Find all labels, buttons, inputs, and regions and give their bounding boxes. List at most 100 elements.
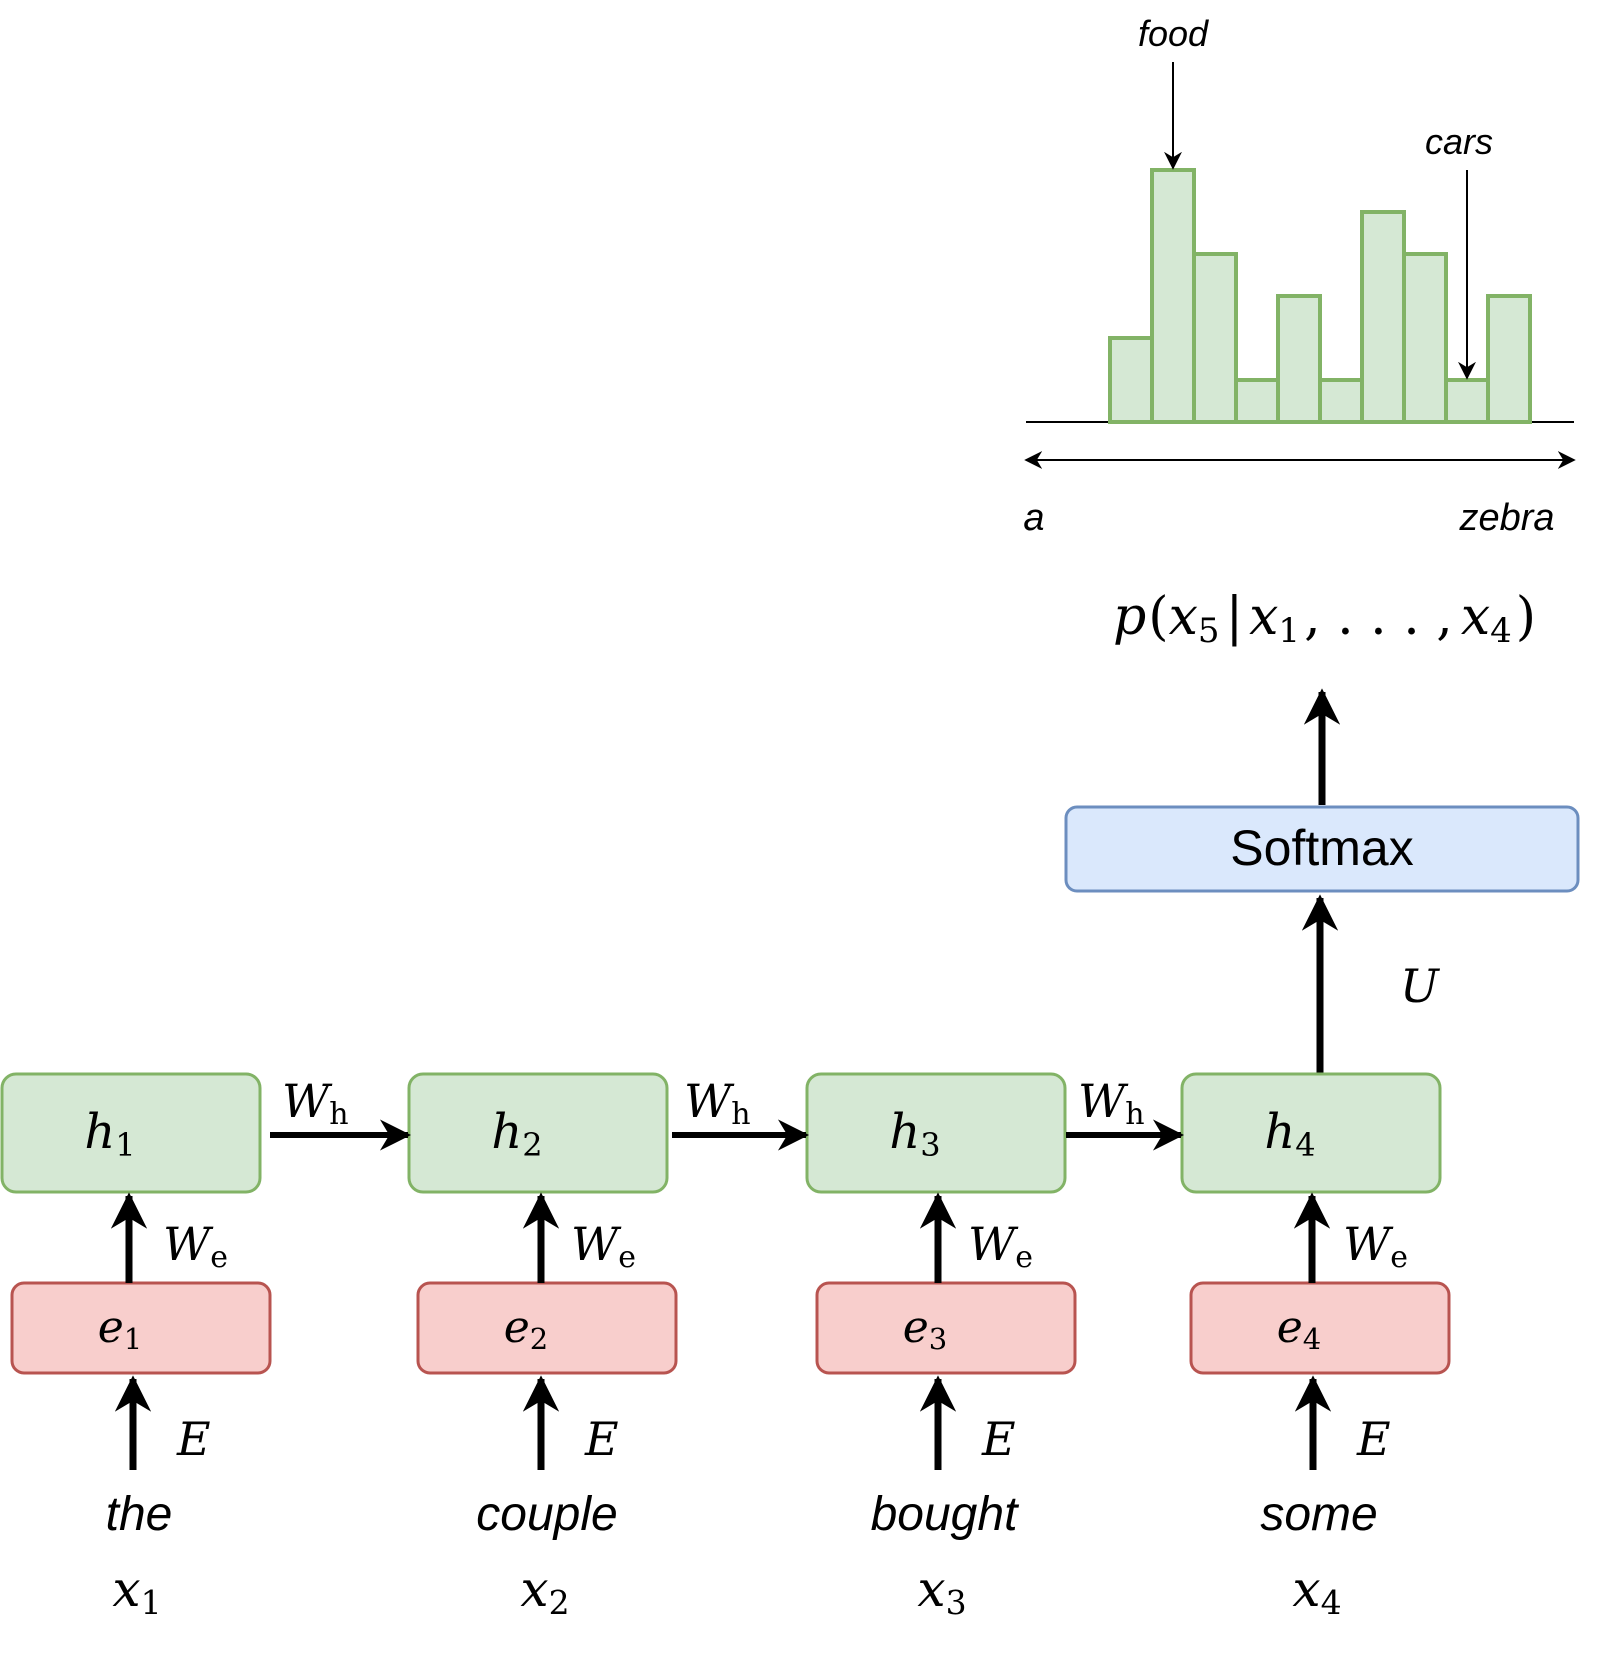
- bar-4: [1276, 294, 1322, 424]
- prob-dots: , . . . ,: [1304, 587, 1453, 647]
- bar-5: [1318, 378, 1364, 424]
- prob-last-sub: 4: [1490, 611, 1512, 651]
- wh-label-3-sub: h: [1125, 1097, 1144, 1132]
- prob-first-sub: 1: [1278, 611, 1300, 651]
- wh-label-3-base: W: [1078, 1074, 1129, 1128]
- embedding-label-base: e: [1277, 1302, 1303, 1353]
- input-token-label-sub: 1: [141, 1583, 162, 1622]
- hidden-state-label-sub: 1: [115, 1126, 135, 1164]
- input-token-label-sub: 4: [1321, 1583, 1342, 1622]
- embedding-matrix-label: E: [981, 1412, 1016, 1466]
- prob-first-base: x: [1249, 587, 1278, 647]
- hidden-state-label-base: h: [1264, 1104, 1295, 1160]
- bar-8: [1444, 378, 1490, 424]
- prob-bar: |: [1226, 587, 1244, 647]
- bar-2: [1192, 252, 1238, 424]
- embedding-label-sub: 2: [530, 1322, 548, 1356]
- we-label-sub: e: [618, 1240, 636, 1275]
- we-label: We: [968, 1217, 1033, 1275]
- wh-label-1-sub: h: [329, 1097, 348, 1132]
- bar-6: [1360, 210, 1406, 424]
- input-token-label-sub: 3: [946, 1583, 967, 1622]
- embedding-label-base: e: [504, 1302, 530, 1353]
- wh-label-3: Wh: [1078, 1074, 1145, 1132]
- we-label-sub: e: [1390, 1240, 1408, 1275]
- wh-label-2-sub: h: [731, 1097, 750, 1132]
- wh-label-1: Wh: [282, 1074, 349, 1132]
- input-token-label-sub: 2: [549, 1583, 570, 1622]
- output-weight-label: U: [1400, 959, 1441, 1013]
- bar-0: [1108, 336, 1154, 424]
- hidden-state-label-base: h: [889, 1104, 920, 1160]
- prob-last-base: x: [1461, 587, 1490, 647]
- embedding-label-base: e: [98, 1302, 124, 1353]
- embedding-matrix-label: E: [1356, 1412, 1391, 1466]
- embedding-box: [10, 1281, 272, 1375]
- hidden-state-label-base: h: [84, 1104, 115, 1160]
- embedding-label-base: e: [903, 1302, 929, 1353]
- bar-3: [1234, 378, 1280, 424]
- probability-expression: p(x5|x1, . . . ,x4): [1113, 587, 1536, 651]
- input-token-label: x1: [112, 1560, 161, 1622]
- wh-label-2: Wh: [684, 1074, 751, 1132]
- hidden-state-box: [0, 1072, 262, 1194]
- we-label: We: [163, 1217, 228, 1275]
- bar-1: [1150, 168, 1196, 424]
- prob-close-paren: ): [1516, 587, 1536, 647]
- input-word: bought: [871, 1488, 1019, 1541]
- embedding-matrix-label: E: [176, 1412, 211, 1466]
- embedding-label-sub: 4: [1303, 1322, 1321, 1356]
- embedding-label: e2: [504, 1302, 549, 1356]
- hidden-state-label-sub: 2: [522, 1126, 542, 1164]
- input-token-label: x2: [520, 1560, 569, 1622]
- hidden-state-label-sub: 3: [920, 1126, 940, 1164]
- we-label-base: W: [1343, 1217, 1394, 1271]
- bar-7: [1402, 252, 1448, 424]
- embedding-matrix-label: E: [584, 1412, 619, 1466]
- input-token-label-base: x: [917, 1560, 945, 1618]
- input-token-label: x4: [1292, 1560, 1341, 1622]
- we-label: We: [1343, 1217, 1408, 1275]
- input-token-label-base: x: [1292, 1560, 1320, 1618]
- we-label-base: W: [571, 1217, 622, 1271]
- distribution-chart: a zebra food cars: [1023, 13, 1576, 539]
- embedding-label-sub: 1: [124, 1322, 142, 1356]
- wh-label-2-base: W: [684, 1074, 735, 1128]
- axis-end-label: zebra: [1458, 497, 1554, 539]
- softmax-box: [1064, 805, 1580, 893]
- hidden-state-label: h3: [889, 1104, 940, 1164]
- bar-9: [1486, 294, 1532, 424]
- embedding-label-sub: 3: [929, 1322, 947, 1356]
- input-word: the: [106, 1488, 173, 1541]
- hidden-state-label: h2: [491, 1104, 542, 1164]
- we-label-base: W: [163, 1217, 214, 1271]
- axis-start-label: a: [1023, 497, 1044, 539]
- input-token-label-base: x: [112, 1560, 140, 1618]
- prob-open-paren: (: [1148, 587, 1168, 647]
- wh-label-1-base: W: [282, 1074, 333, 1128]
- hidden-state-label: h1: [84, 1104, 135, 1164]
- we-label: We: [571, 1217, 636, 1275]
- input-word: some: [1260, 1488, 1377, 1541]
- prob-target-sub: 5: [1198, 611, 1220, 651]
- embedding-box: [416, 1281, 678, 1375]
- we-label-sub: e: [210, 1240, 228, 1275]
- hidden-state-label: h4: [1264, 1104, 1315, 1164]
- input-token-label-base: x: [520, 1560, 548, 1618]
- hidden-state-label-base: h: [491, 1104, 522, 1160]
- embedding-label: e3: [903, 1302, 948, 1356]
- embedding-box: [815, 1281, 1077, 1375]
- prob-p: p: [1113, 587, 1146, 647]
- annotation-label-1: cars: [1425, 121, 1493, 162]
- bar-group: [1108, 168, 1532, 424]
- we-label-base: W: [968, 1217, 1019, 1271]
- annotation-label-0: food: [1138, 13, 1209, 54]
- annotation-group: food cars: [1138, 13, 1493, 380]
- embedding-label: e1: [98, 1302, 143, 1356]
